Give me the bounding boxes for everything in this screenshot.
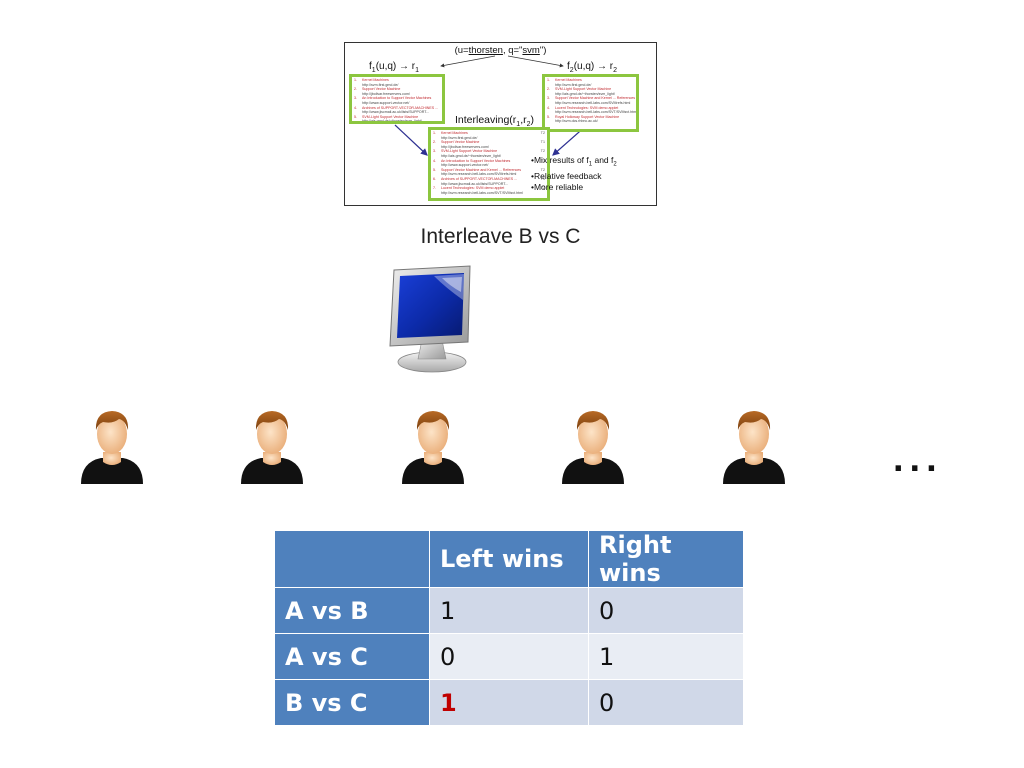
result-url: http://svm.research.bell-labs.com/SVMref… (555, 100, 631, 105)
header-right-wins: Right wins (589, 531, 743, 587)
result-title: 2.Support Vector Machine (354, 87, 401, 92)
result-title: 4.An Introduction to Support Vector Mach… (433, 158, 545, 163)
result-title: 1.Kernel Machines (547, 78, 582, 82)
user-icon (562, 411, 624, 484)
result-url: http://www.support-vector.net/ (362, 100, 410, 105)
result-title: 3.Support Vector Machine and Kernel ... … (547, 96, 636, 101)
figure-arrows (394, 55, 588, 156)
user-icon (241, 411, 303, 484)
result-title: 6.Archives of SUPPORT-VECTOR-MACHINES ..… (433, 176, 545, 181)
result-url: http://svm.first.gmd.de/ (555, 82, 592, 87)
left-wins-value-highlighted: 1 (430, 680, 588, 725)
table-row: B vs C 1 0 (275, 680, 743, 725)
caption: Interleave B vs C (420, 225, 581, 248)
f2-label: f2(u,q) → r2 (567, 61, 618, 74)
result-url: http://svm.research.bell-labs.com/SVMref… (441, 172, 517, 177)
table-row: A vs C 0 1 (275, 634, 743, 679)
more-users-ellipsis: ... (893, 438, 943, 480)
result-url: http://jbolivar.freeservers.com/ (362, 91, 410, 96)
wins-table: Left wins Right wins A vs B 1 0 A vs C 0… (274, 530, 744, 726)
bullet-reliable: •More reliable (531, 181, 584, 192)
result-title: 5.SVM-Light Support Vector Machine (354, 114, 419, 119)
f1-label: f1(u,q) → r1 (369, 61, 420, 74)
figure-bullets: •Mix results of f1 and f2 •Relative feed… (531, 155, 617, 193)
row-label: B vs C (275, 680, 429, 725)
bullet-mix: •Mix results of f1 and f2 (531, 155, 617, 168)
user-icon (723, 411, 785, 484)
bullet-relative: •Relative feedback (531, 170, 602, 181)
monitor-icon (389, 265, 471, 373)
result-title: 5.Royal Holloway Support Vector Machine (547, 114, 620, 119)
result-url: http://jbolivar.freeservers.com/ (441, 144, 489, 149)
result-url: http://ais.gmd.de/~thorsten/svm_light/ (362, 119, 422, 124)
result-url: http://svm.research.bell-labs.com/SVT/SV… (441, 190, 523, 195)
result-url: http://www.support-vector.net/ (441, 163, 489, 168)
result-url: http://ais.gmd.de/~thorsten/svm_light/ (555, 91, 615, 96)
user-icon (81, 411, 143, 484)
result-title: 1.Kernel Machines (354, 78, 389, 82)
query-term: svm (522, 45, 540, 56)
result-url: http://svm.research.bell-labs.com/SVT/SV… (555, 110, 637, 115)
row-label: A vs B (275, 588, 429, 633)
user-icon (402, 411, 464, 484)
result-url: http://www.jiscmail.ac.uk/lists/SUPPORT.… (362, 110, 430, 115)
result-title: 2.SVM-Light Support Vector Machine (547, 87, 612, 92)
header-left-wins: Left wins (430, 531, 588, 587)
result-title: 5.Support Vector Machine and Kernel ... … (433, 167, 545, 172)
result-title: 4.Lucent Technologies: SVM demo applet (547, 105, 619, 110)
interleaving-label: Interleaving(r1,r2) (455, 114, 535, 129)
result-url: http://www.jiscmail.ac.uk/lists/SUPPORT.… (441, 181, 509, 186)
query-user: thorsten (468, 45, 503, 56)
left-wins-value: 1 (430, 588, 588, 633)
result-url: http://svm.first.gmd.de/ (362, 82, 399, 87)
header-corner (275, 531, 429, 587)
result-title: 3.An Introduction to Support Vector Mach… (354, 96, 432, 101)
figure-query: (u=thorsten, q="svm") (454, 45, 547, 56)
table-header-row: Left wins Right wins (275, 531, 743, 587)
row-label: A vs C (275, 634, 429, 679)
table-row: A vs B 1 0 (275, 588, 743, 633)
result-url: http://svm.first.gmd.de/ (441, 135, 478, 140)
right-wins-value: 0 (589, 588, 743, 633)
result-url: http://svm.dcs.rhbnc.ac.uk/ (555, 119, 598, 124)
interleaving-figure: (u=thorsten, q="svm") f1(u,q) → r1 f2(u,… (344, 42, 657, 206)
right-wins-value: 1 (589, 634, 743, 679)
result-title: 4.Archives of SUPPORT-VECTOR-MACHINES ..… (354, 105, 439, 110)
left-wins-value: 0 (430, 634, 588, 679)
result-url: http://ais.gmd.de/~thorsten/svm_light/ (441, 153, 501, 158)
right-wins-value: 0 (589, 680, 743, 725)
